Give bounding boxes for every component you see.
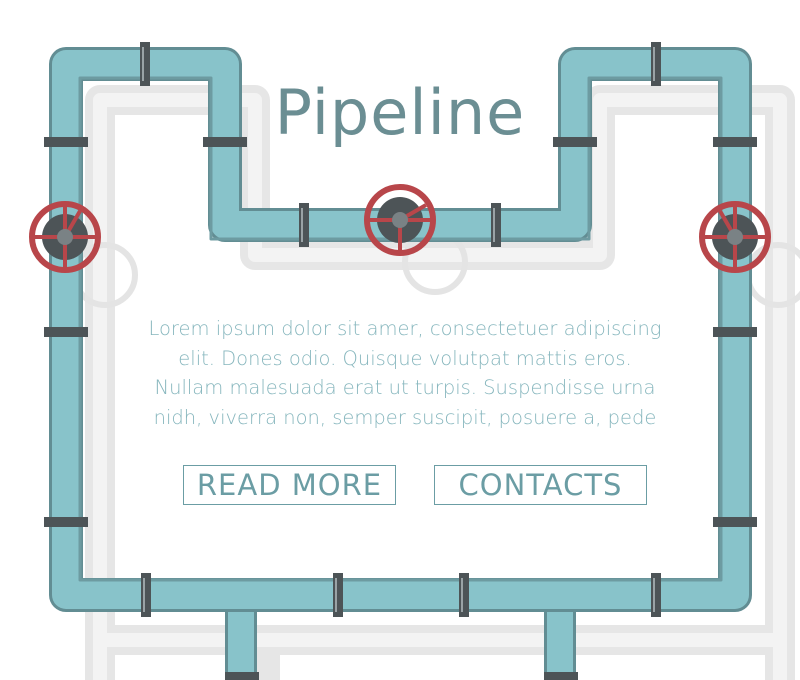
valve-wheel-icon xyxy=(364,184,436,256)
body-text: Lorem ipsum dolor sit amer, consectetuer… xyxy=(140,314,670,432)
contacts-button[interactable]: CONTACTS xyxy=(434,465,647,505)
valve-wheel-icon xyxy=(699,201,771,273)
page-title: Pipeline xyxy=(274,76,526,149)
main-pipe xyxy=(49,47,752,680)
pipe-flange-icon xyxy=(44,42,757,680)
body-line: elit. Dones odio. Quisque volutpat matti… xyxy=(178,346,632,370)
body-line: nidh, viverra non, semper suscipit, posu… xyxy=(153,405,657,429)
body-line: Nullam malesuada erat ut turpis. Suspend… xyxy=(154,376,656,399)
read-more-button[interactable]: READ MORE xyxy=(183,465,396,505)
valve-wheel-icon xyxy=(29,201,101,273)
body-line: Lorem ipsum dolor sit amer, consectetuer… xyxy=(148,317,662,340)
